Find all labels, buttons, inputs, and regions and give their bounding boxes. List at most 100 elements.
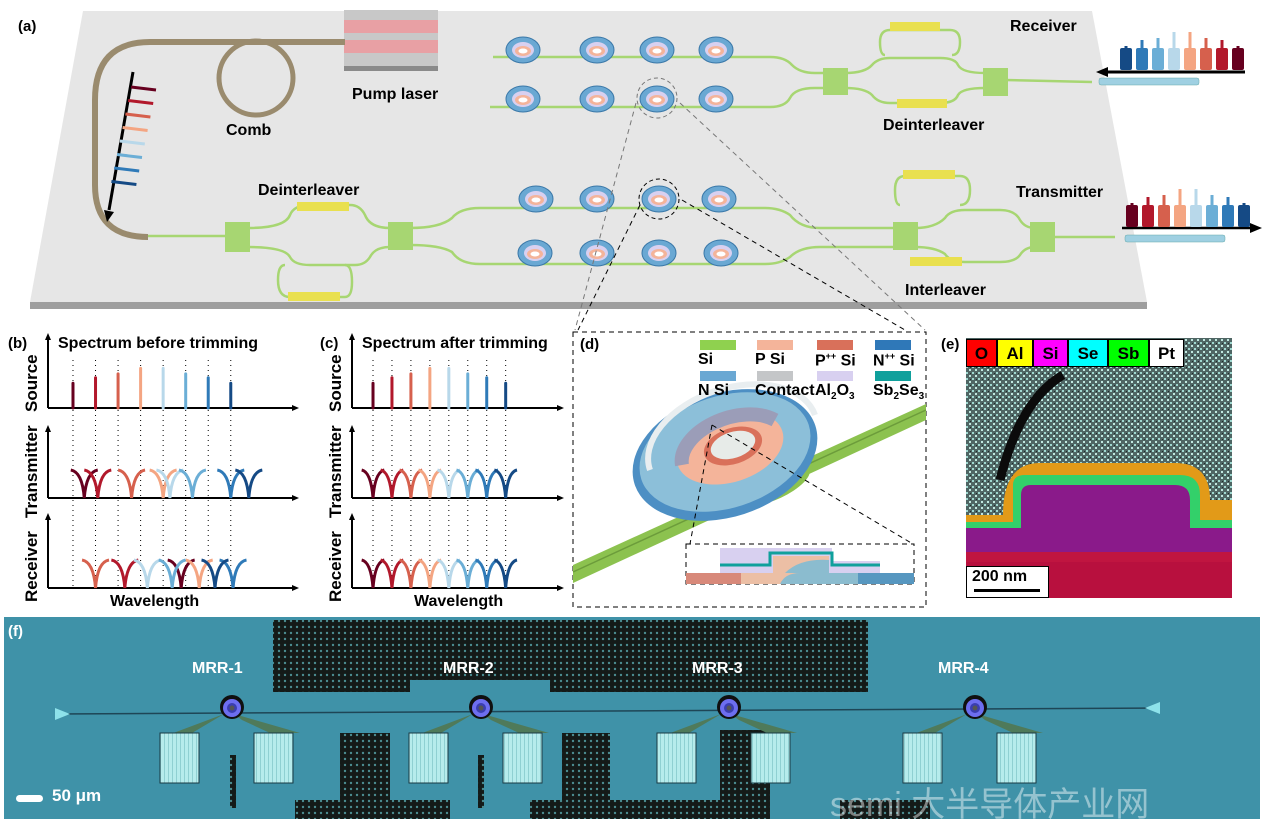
eds-element-pt: Pt [1149, 339, 1184, 367]
transmitter-label: Transmitter [1016, 184, 1104, 201]
spectral-line [1126, 203, 1138, 227]
mrr-2-label: MRR-2 [443, 660, 494, 677]
resonance-dip [149, 468, 178, 499]
legend-label: P++ Si [815, 351, 856, 370]
legend-swatch [700, 340, 736, 350]
legend-label: P Si [755, 351, 785, 368]
resonance-dip [474, 468, 499, 499]
legend-swatch [875, 371, 911, 381]
resonance-dip [493, 558, 518, 589]
eds-scale-bar-box: 200 nm [966, 566, 1049, 598]
resonance-dip [380, 558, 404, 589]
mrr-device [159, 695, 300, 784]
comb-label: Comb [226, 122, 272, 139]
legend-label: N++ Si [873, 351, 915, 370]
resonance-dip [133, 558, 162, 589]
pump-laser-label: Pump laser [352, 86, 439, 103]
legend-swatch [817, 371, 853, 381]
spectral-line [1232, 46, 1244, 70]
eds-element-o: O [966, 339, 997, 367]
spectral-line [1238, 203, 1250, 227]
mrr-device [408, 695, 549, 784]
microring-resonator [505, 36, 541, 64]
microring-resonator [517, 239, 553, 267]
panel-b-title: Spectrum before trimming [58, 335, 259, 352]
mrr-device [656, 695, 797, 784]
legend-swatch [700, 371, 736, 381]
contact-pad [656, 732, 697, 784]
panel-a-tag: (a) [18, 18, 37, 35]
contact-pad [710, 430, 756, 460]
spectral-line [1206, 195, 1218, 227]
eds-element-al: Al [997, 339, 1033, 367]
panel-c-xlabel: Wavelength [414, 593, 504, 610]
eds-scale-bar-label: 200 nm [972, 568, 1028, 585]
spectral-line [1136, 40, 1148, 70]
resonance-dip [155, 468, 184, 499]
spectral-line [1174, 189, 1186, 227]
contact-pad [750, 732, 791, 784]
spectral-line [1142, 197, 1154, 227]
micrograph-scale-bar [16, 795, 43, 802]
spectral-line [1216, 40, 1228, 70]
panel-c-title: Spectrum after trimming [362, 335, 548, 352]
contact-pad [253, 732, 294, 784]
panel-d-tag: (d) [580, 336, 600, 353]
resonance-dip [399, 558, 423, 589]
resonance-dip [117, 468, 146, 499]
panel-b-xlabel: Wavelength [110, 593, 200, 610]
couplers [225, 68, 1055, 252]
microring-resonator [579, 85, 615, 113]
eds-element-se: Se [1068, 339, 1108, 367]
contact-pad [408, 732, 449, 784]
mrr-3-label: MRR-3 [692, 660, 743, 677]
spectral-line [1158, 195, 1170, 227]
chip-schematic [30, 10, 1262, 331]
spectral-line [1200, 38, 1212, 70]
microring-resonator [579, 239, 615, 267]
mrr-1-label: MRR-1 [192, 660, 243, 677]
comb-line [130, 85, 157, 92]
deinterleaver-tx-label: Deinterleaver [258, 182, 360, 199]
dummy-fill-regions [230, 620, 930, 819]
resonance-dip [201, 558, 229, 589]
chip-edge [30, 302, 1147, 309]
microring-resonator [701, 185, 737, 213]
resonance-dip [178, 468, 207, 499]
microring-resonator [703, 239, 739, 267]
resonance-dip [455, 558, 480, 589]
tx-fiber [1124, 234, 1226, 243]
resonance-dip [83, 468, 112, 499]
legend-swatch [757, 340, 793, 350]
microring-resonator [505, 85, 541, 113]
legend-label: Al2O3 [815, 382, 855, 403]
resonance-dip [216, 468, 245, 499]
receiver-label: Receiver [1010, 18, 1077, 35]
legend-label: N Si [698, 382, 730, 399]
contact-pad [159, 732, 200, 784]
eds-scale-bar [974, 589, 1040, 592]
microring-resonator [639, 85, 675, 113]
resonance-dip [380, 468, 404, 499]
tx-waveguides [148, 174, 1115, 299]
spectral-line [1152, 38, 1164, 70]
pump-laser [344, 10, 438, 71]
mrr-device [902, 695, 1043, 784]
interleaver-label: Interleaver [905, 282, 986, 299]
resonance-dip [418, 558, 442, 589]
panel-b-tag: (b) [8, 335, 28, 352]
resonance-dip [219, 558, 247, 589]
resonance-dip [455, 468, 480, 499]
resonance-dip [158, 558, 187, 589]
spectral-line [1190, 189, 1202, 227]
resonance-dip [418, 468, 442, 499]
micrograph-scale-label: 50 μm [52, 786, 102, 805]
comb-line [122, 126, 148, 132]
resonance-dip [399, 468, 423, 499]
microring-resonator [639, 36, 675, 64]
cross-section-inset [686, 548, 914, 584]
spectral-line [1184, 32, 1196, 70]
